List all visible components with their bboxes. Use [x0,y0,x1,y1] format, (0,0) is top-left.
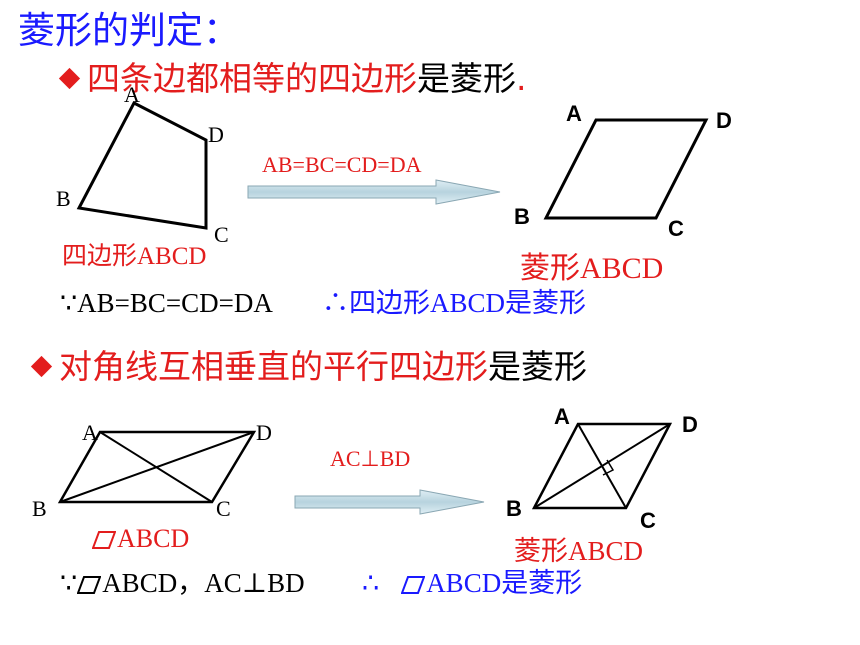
rhombus2-label-a: A [554,404,570,429]
reasoning-1-because: ∵AB=BC=CD=DA [60,288,273,318]
para-caption-text: ABCD [117,524,190,553]
quad-label-d: D [208,122,224,147]
para-label-a: A [82,420,98,445]
criterion-1-dot: . [516,59,527,98]
diamond-bullet-icon [58,67,81,90]
rhombus2-label-b: B [506,496,522,521]
page-title: 菱形的判定： [18,9,240,52]
para-label-c: C [216,496,231,521]
quad-label-a: A [124,82,140,107]
criterion-1: 四条边都相等的四边形是菱形. [58,62,527,95]
rhombus-abcd-1 [543,118,709,220]
parallelogram-icon [91,528,117,549]
quad-label-b: B [56,186,71,211]
because-text: ABCD，AC⊥BD [102,568,305,598]
rhombus1-label-d: D [716,108,732,133]
criterion-2: 对角线互相垂直的平行四边形是菱形 [30,350,587,383]
reasoning-2-because: ∵ ABCD，AC⊥BD [60,570,305,597]
criterion-1-condition: 四条边都相等的四边形 [87,59,417,98]
diagonal-bd-1 [59,431,255,503]
rhombus1-label-c: C [668,216,684,241]
diamond-bullet-icon [30,355,53,378]
criterion-2-condition: 对角线互相垂直的平行四边形 [59,347,488,386]
parallelogram-icon [76,572,102,594]
rhombus1-label-a: A [566,101,582,126]
quad-caption: 四边形ABCD [62,243,207,270]
rhombus2-caption: 菱形ABCD [514,536,644,566]
rhombus1-caption: 菱形ABCD [520,252,664,285]
rhombus2-label-d: D [682,412,698,437]
therefore-symbol: ∴ [362,568,380,598]
para-label-d: D [256,420,272,445]
para-caption: ABCD [91,524,190,553]
para-label-b: B [32,496,47,521]
parallelogram-icon [400,572,426,594]
arrow-1 [247,179,501,205]
criterion-2-conclusion: 是菱形 [488,347,587,386]
therefore-text: ABCD是菱形 [426,568,583,598]
rhombus2-label-c: C [640,508,656,533]
because-symbol: ∵ [60,568,78,598]
reasoning-2-therefore: ∴ ABCD是菱形 [362,570,582,597]
quad-label-c: C [214,222,229,247]
criterion-1-conclusion: 是菱形 [417,59,516,98]
rhombus1-label-b: B [514,204,530,229]
diagonal-bd-2 [533,423,671,509]
quadrilateral-abcd [76,100,208,230]
reasoning-1-therefore: ∴四边形ABCD是菱形 [322,288,587,318]
arrow-2-label: AC⊥BD [330,446,411,471]
right-angle-mark [602,459,615,476]
arrow-1-label: AB=BC=CD=DA [262,152,422,177]
arrow-2 [294,489,485,515]
